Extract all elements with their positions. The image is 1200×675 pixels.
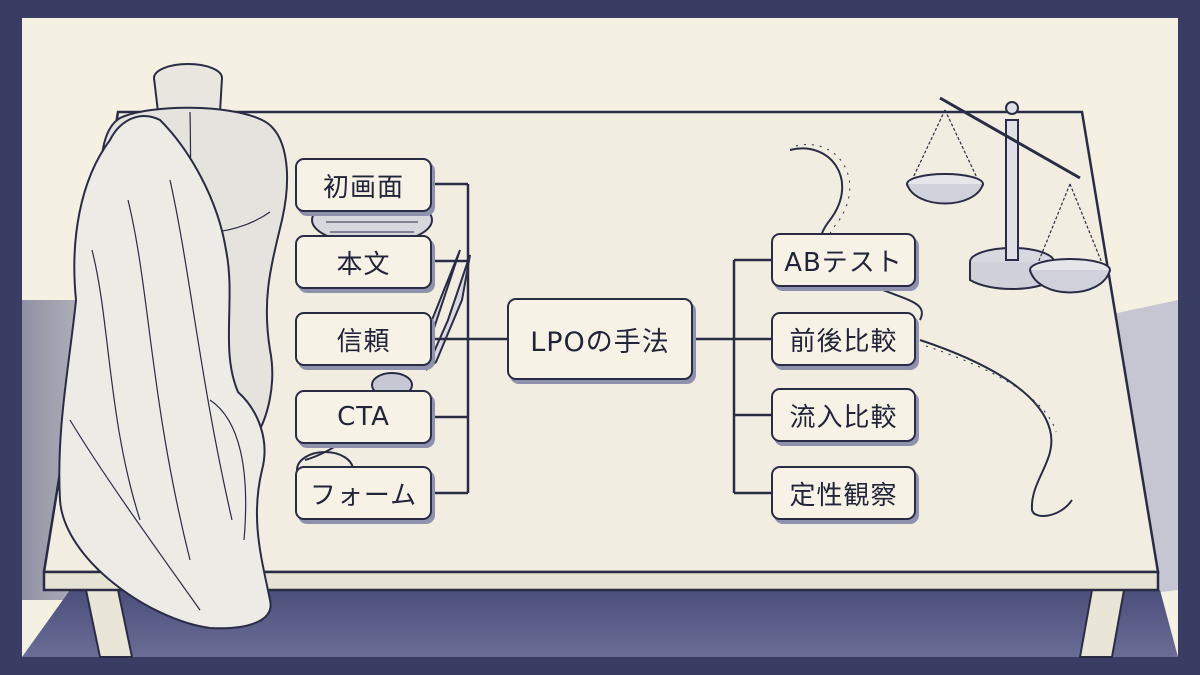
left-item-cta: CTA xyxy=(295,390,432,444)
right-item-qualitative: 定性観察 xyxy=(771,466,916,520)
center-node-label: LPOの手法 xyxy=(530,326,670,358)
left-item-hero: 初画面 xyxy=(295,158,432,212)
left-item-form: フォーム xyxy=(295,466,432,520)
right-item-ab-test: ABテスト xyxy=(771,233,916,287)
draped-fabric xyxy=(58,115,272,630)
left-item-label: 本文 xyxy=(336,249,391,280)
left-item-label: 初画面 xyxy=(322,172,404,203)
left-item-trust: 信頼 xyxy=(295,312,432,366)
left-item-label: 信頼 xyxy=(336,326,391,357)
table-edge xyxy=(42,570,1160,592)
connector-lines xyxy=(432,182,771,495)
right-item-before-after: 前後比較 xyxy=(771,312,916,366)
floor-shadow xyxy=(22,590,1178,657)
left-item-body: 本文 xyxy=(295,235,432,289)
right-item-label: 定性観察 xyxy=(789,480,898,511)
left-item-label: CTA xyxy=(337,402,390,432)
right-item-label: ABテスト xyxy=(784,247,903,278)
balance-scale xyxy=(906,96,1111,294)
right-item-label: 前後比較 xyxy=(789,326,898,357)
center-node: LPOの手法 xyxy=(507,298,693,380)
right-item-traffic-compare: 流入比較 xyxy=(771,388,916,442)
left-item-label: フォーム xyxy=(309,480,418,511)
right-item-label: 流入比較 xyxy=(789,402,898,433)
